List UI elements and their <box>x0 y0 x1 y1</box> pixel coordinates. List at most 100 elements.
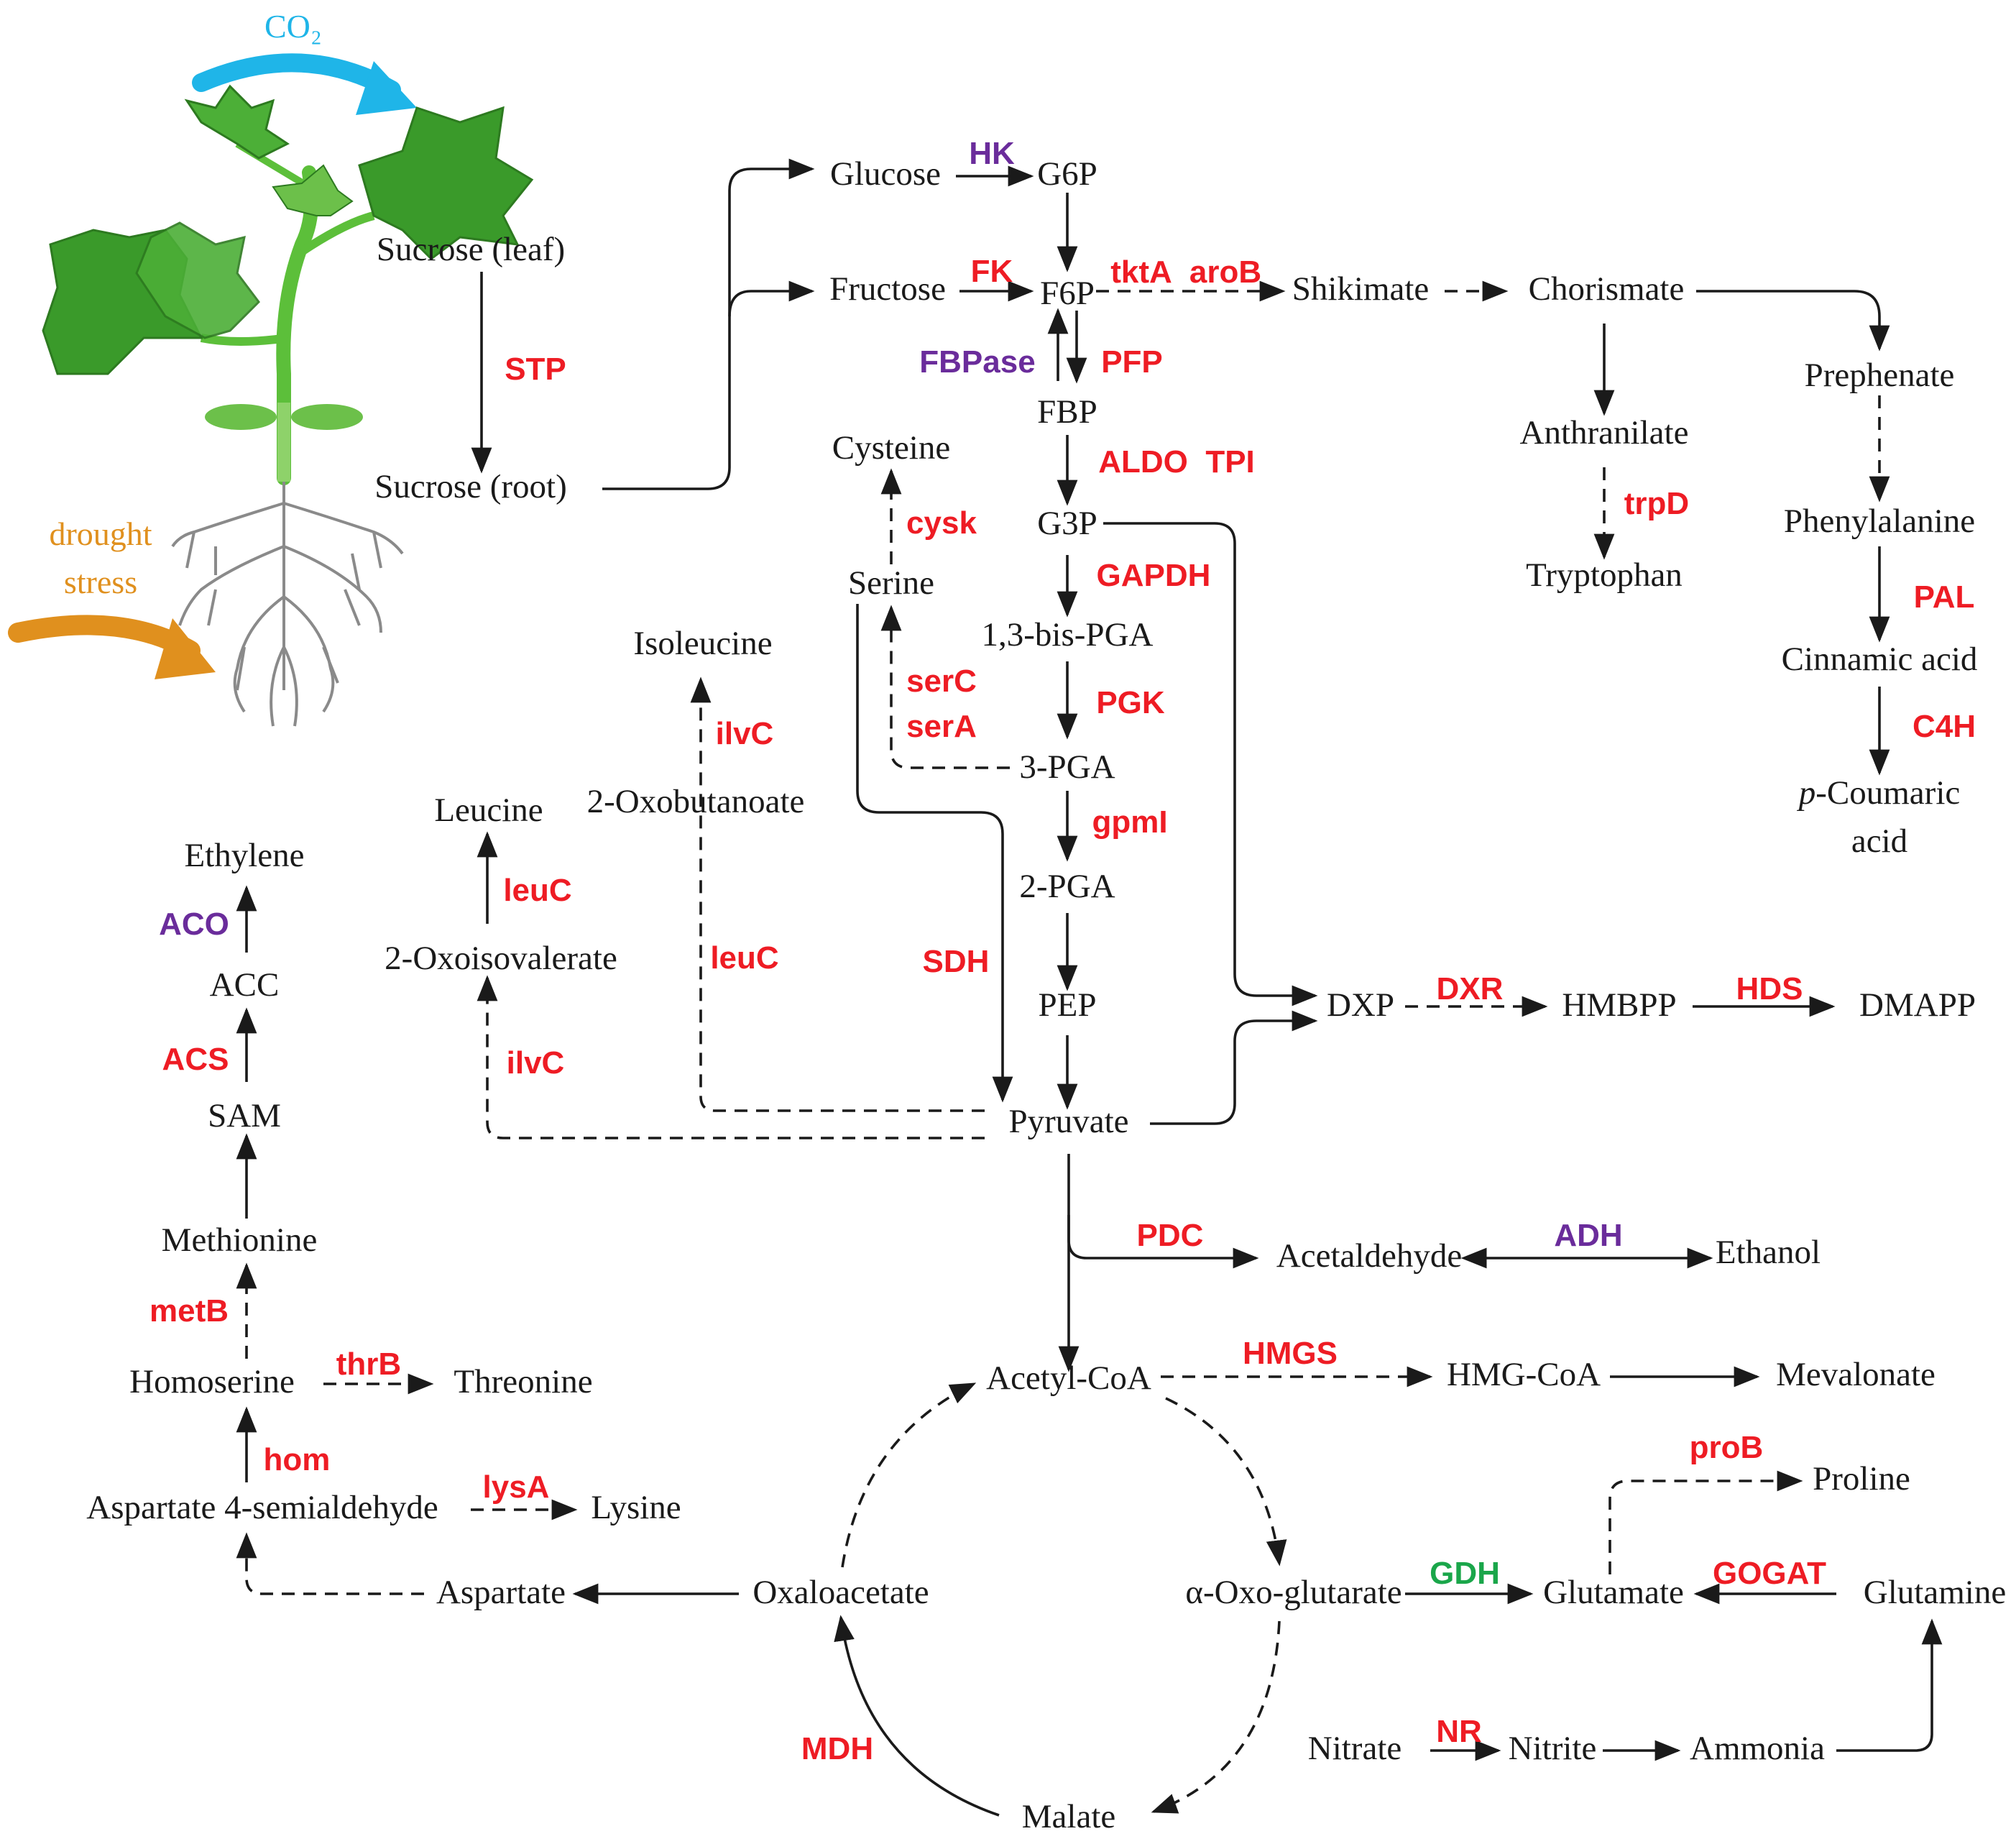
enzyme-hom: hom <box>264 1442 331 1477</box>
metabolite-hmbpp: HMBPP <box>1562 986 1676 1024</box>
enzyme-labels: STP HK FK tktA aroB FBPase PFP ALDO TPI … <box>149 136 1976 1766</box>
metabolite-2-oxobutanoate: 2-Oxobutanoate <box>587 783 805 820</box>
metabolite-mevalonate: Mevalonate <box>1776 1356 1936 1393</box>
metabolite-nitrate: Nitrate <box>1308 1730 1402 1767</box>
metabolite-p-coumaric-acid-line2: acid <box>1851 822 1907 860</box>
metabolite-pyruvate: Pyruvate <box>1008 1103 1128 1140</box>
metabolite-aspartate: Aspartate <box>436 1574 566 1611</box>
enzyme-stp: STP <box>505 352 566 387</box>
metabolite-ethanol: Ethanol <box>1716 1234 1821 1271</box>
enzyme-hds: HDS <box>1736 971 1803 1006</box>
drought-arrowhead <box>155 618 216 679</box>
metabolite-p-coumaric-acid: p-Coumaric <box>1797 774 1961 812</box>
enzyme-aldo-tpi: ALDO TPI <box>1098 444 1255 480</box>
metabolite-alpha-oxo-glutarate: α-Oxo-glutarate <box>1185 1574 1401 1611</box>
metabolite-f6p: F6P <box>1040 275 1095 312</box>
enzyme-sera: serA <box>906 709 977 744</box>
metabolite-phenylalanine: Phenylalanine <box>1784 503 1975 540</box>
metabolite-isoleucine: Isoleucine <box>633 625 772 662</box>
enzyme-pdc: PDC <box>1137 1218 1204 1253</box>
metabolite-serine: Serine <box>848 564 934 602</box>
metabolite-bis-pga: 1,3-bis-PGA <box>982 616 1154 653</box>
metabolite-sucrose-leaf: Sucrose (leaf) <box>377 231 565 268</box>
enzyme-leuc-mid: leuC <box>710 940 778 976</box>
pathway-arrows <box>236 158 1943 1817</box>
metabolite-acc: ACC <box>210 966 280 1004</box>
enzyme-ilvc-lower: ilvC <box>507 1045 565 1081</box>
metabolite-prephenate: Prephenate <box>1805 357 1955 394</box>
enzyme-cysk: cysk <box>906 505 977 541</box>
metabolite-ethylene: Ethylene <box>184 837 304 874</box>
enzyme-gapdh: GAPDH <box>1097 558 1211 593</box>
metabolite-3-pga: 3-PGA <box>1019 748 1115 786</box>
metabolite-glutamine: Glutamine <box>1864 1574 2006 1611</box>
metabolite-g3p: G3P <box>1037 505 1097 542</box>
metabolite-nitrite: Nitrite <box>1509 1730 1597 1767</box>
enzyme-trpd: trpD <box>1624 486 1689 521</box>
metabolite-cysteine: Cysteine <box>832 429 950 467</box>
metabolite-glucose: Glucose <box>830 155 941 193</box>
metabolite-homoserine: Homoserine <box>129 1363 295 1400</box>
metabolite-sucrose-root: Sucrose (root) <box>374 468 567 505</box>
enzyme-gpmi: gpmI <box>1092 804 1167 840</box>
leaf-mid <box>272 164 354 216</box>
leaf-top-right <box>358 106 534 260</box>
co2-label: CO₂ <box>264 8 322 45</box>
metabolite-leucine: Leucine <box>434 792 543 829</box>
metabolite-methionine: Methionine <box>162 1221 318 1259</box>
metabolite-chorismate: Chorismate <box>1529 270 1685 308</box>
enzyme-lysa: lysA <box>483 1469 550 1505</box>
metabolite-malate: Malate <box>1022 1798 1116 1835</box>
metabolite-shikimate: Shikimate <box>1292 270 1430 308</box>
enzyme-fk: FK <box>971 254 1013 289</box>
enzyme-nr: NR <box>1436 1714 1482 1749</box>
enzyme-aco: ACO <box>159 907 229 942</box>
leaf-top-left <box>184 84 290 160</box>
metabolite-hmg-coa: HMG-CoA <box>1447 1356 1601 1393</box>
enzyme-serc: serC <box>906 664 977 699</box>
metabolite-oxaloacetate: Oxaloacetate <box>752 1574 929 1611</box>
enzyme-leuc-left: leuC <box>503 873 571 908</box>
metabolite-2-pga: 2-PGA <box>1019 868 1115 905</box>
metabolite-glutamate: Glutamate <box>1543 1574 1684 1611</box>
enzyme-thrb: thrB <box>336 1347 401 1382</box>
metabolite-acetaldehyde: Acetaldehyde <box>1276 1237 1462 1275</box>
metabolite-cinnamic-acid: Cinnamic acid <box>1782 641 1978 678</box>
enzyme-sdh: SDH <box>923 944 990 979</box>
metabolite-aspartate-4-semialdehyde: Aspartate 4-semialdehyde <box>86 1489 438 1526</box>
enzyme-mdh: MDH <box>801 1731 873 1766</box>
metabolite-threonine: Threonine <box>454 1363 592 1400</box>
enzyme-adh: ADH <box>1554 1218 1622 1253</box>
metabolite-pep: PEP <box>1039 986 1097 1024</box>
enzyme-hmgs: HMGS <box>1243 1336 1338 1371</box>
metabolite-ammonia: Ammonia <box>1690 1730 1825 1767</box>
enzyme-acs: ACS <box>162 1042 229 1077</box>
enzyme-dxr: DXR <box>1437 971 1504 1006</box>
enzyme-hk: HK <box>969 136 1015 171</box>
enzyme-c4h: C4H <box>1913 709 1976 744</box>
metabolite-lysine: Lysine <box>591 1489 681 1526</box>
cucumber-plant-illustration <box>8 53 534 727</box>
metabolite-fbp: FBP <box>1037 393 1097 431</box>
drought-label-line2: stress <box>64 564 137 600</box>
enzyme-metb: metB <box>149 1293 229 1329</box>
metabolite-proline: Proline <box>1813 1460 1910 1497</box>
metabolite-sam: SAM <box>208 1097 281 1134</box>
metabolite-dxp: DXP <box>1327 986 1394 1024</box>
enzyme-pfp: PFP <box>1101 344 1163 380</box>
metabolite-anthranilate: Anthranilate <box>1520 414 1689 451</box>
metabolite-dmapp: DMAPP <box>1859 986 1976 1024</box>
roots <box>171 482 404 727</box>
metabolite-fructose: Fructose <box>829 270 946 308</box>
cotyledon-right <box>291 404 363 430</box>
drought-label-line1: drought <box>49 515 152 552</box>
enzyme-arob: aroB <box>1189 254 1261 290</box>
enzyme-prob: proB <box>1690 1430 1764 1465</box>
enzyme-fbpase: FBPase <box>919 344 1035 380</box>
metabolite-g6p: G6P <box>1037 155 1097 193</box>
enzyme-pal: PAL <box>1914 579 1975 615</box>
leaf-upper-left <box>135 221 260 339</box>
metabolite-2-oxoisovalerate: 2-Oxoisovalerate <box>385 940 617 977</box>
